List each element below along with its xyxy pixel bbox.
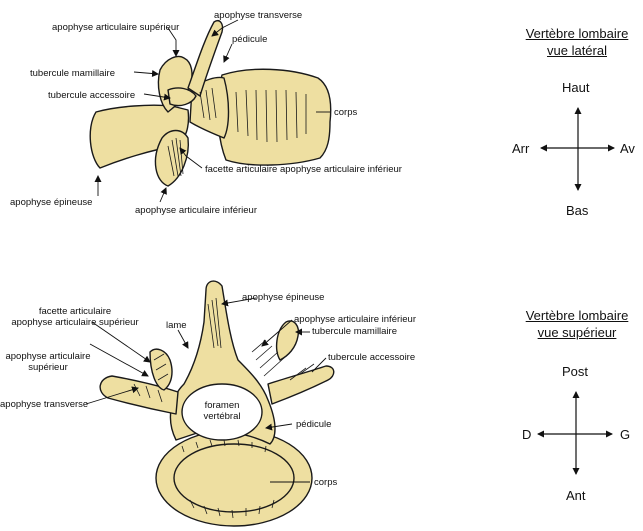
lateral-body — [218, 69, 331, 165]
label-facette-articulaire-2: apophyse articulaire supérieur — [0, 317, 150, 328]
lateral-dir-left: Arr — [512, 141, 529, 156]
superior-legend-title: Vertèbre lombaire — [515, 308, 639, 324]
lateral-dir-right: Av — [620, 141, 635, 156]
lateral-dir-up: Haut — [562, 80, 589, 95]
superior-body-inner — [174, 444, 294, 512]
label-lame: lame — [166, 320, 187, 331]
label-sup-apophyse-articulaire-superieur: apophyse articulaire — [0, 351, 96, 362]
label-sup-pedicule: pédicule — [296, 419, 331, 430]
label-apophyse-epineuse: apophyse épineuse — [10, 197, 92, 208]
label-sup-apophyse-epineuse: apophyse épineuse — [242, 292, 324, 303]
label-pedicule: pédicule — [232, 34, 267, 45]
superior-compass — [538, 392, 612, 474]
label-tubercule-mamillaire: tubercule mamillaire — [30, 68, 115, 79]
label-foramen: foramen — [192, 400, 252, 411]
lateral-legend-title: Vertèbre lombaire — [515, 26, 639, 42]
label-corps: corps — [334, 107, 357, 118]
lateral-dir-down: Bas — [566, 203, 588, 218]
label-sup-tubercule-mamillaire: tubercule mamillaire — [312, 326, 397, 337]
lateral-compass — [541, 108, 614, 190]
label-apophyse-articulaire-inferieur: apophyse articulaire inférieur — [135, 205, 257, 216]
lateral-vertebra — [90, 21, 330, 186]
label-facette-articulaire: facette articulaire — [0, 306, 150, 317]
superior-legend-subtitle: vue supérieur — [515, 325, 639, 341]
superior-left-articular-process — [150, 349, 172, 390]
superior-dir-right: G — [620, 427, 630, 442]
label-facette-articulaire-inferieur: facette articulaire apophyse articulaire… — [205, 164, 402, 175]
superior-dir-left: D — [522, 427, 531, 442]
label-apophyse-transverse: apophyse transverse — [214, 10, 302, 21]
label-sup-corps: corps — [314, 477, 337, 488]
label-apophyse-articulaire-superieur: apophyse articulaire supérieur — [52, 22, 179, 33]
label-sup-apophyse-transverse: apophyse transverse — [0, 399, 88, 410]
superior-dir-down: Ant — [566, 488, 586, 503]
label-foramen-2: vertébral — [192, 411, 252, 422]
label-sup-apophyse-articulaire-inferieur: apophyse articulaire inférieur — [294, 314, 416, 325]
label-sup-tubercule-accessoire: tubercule accessoire — [328, 352, 415, 363]
label-sup-apophyse-articulaire-superieur-2: supérieur — [0, 362, 96, 373]
lateral-legend-subtitle: vue latéral — [515, 43, 639, 59]
superior-right-articular-process — [277, 321, 299, 360]
superior-dir-up: Post — [562, 364, 588, 379]
label-tubercule-accessoire: tubercule accessoire — [48, 90, 135, 101]
